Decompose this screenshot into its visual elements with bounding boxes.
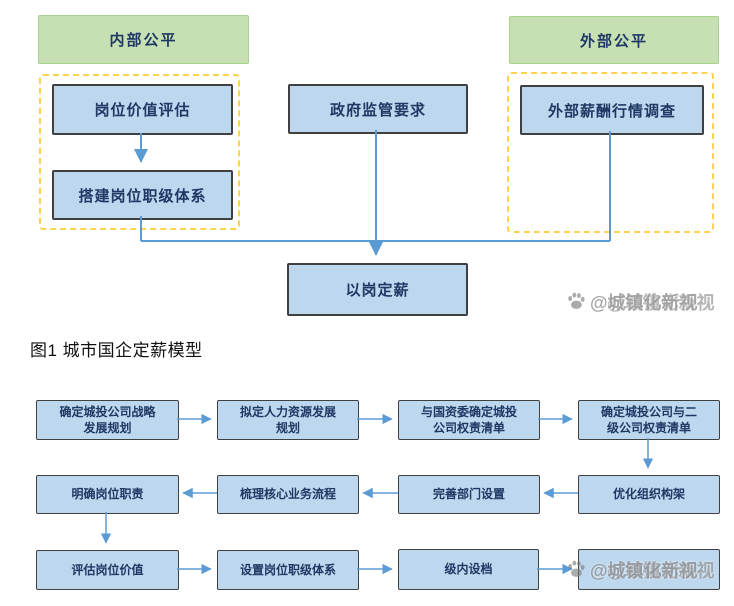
flow-step-hr-plan: 拟定人力资源发展 规划 <box>217 400 359 440</box>
watermark-text: @城镇化新视 <box>590 293 698 313</box>
external-fairness-header: 外部公平 <box>509 16 719 64</box>
flow-step-strategic-plan: 确定城投公司战略 发展规划 <box>36 400 179 440</box>
figure1-caption: 图1 城市国企定薪模型 <box>30 341 203 360</box>
flow-step-sasac-duty-list: 与国资委确定城投 公司权责清单 <box>398 400 540 440</box>
flow-step-set-rank-system: 设置岗位职级体系 <box>217 550 359 590</box>
flow-step-subsidiary-duty-list: 确定城投公司与二 级公司权责清单 <box>578 400 720 440</box>
baidu-paw-icon <box>568 560 585 577</box>
watermark: @城镇化新视 @城镇化新视 <box>566 555 731 585</box>
internal-fairness-header: 内部公平 <box>38 15 249 64</box>
flow-step-clarify-job-duties: 明确岗位职责 <box>36 475 179 514</box>
salary-by-position-box: 以岗定薪 <box>287 263 468 316</box>
watermark: @城镇化新视 @城镇化新视 <box>566 287 731 317</box>
flow-step-grades-within-rank: 级内设档 <box>398 549 539 590</box>
government-regulation-box: 政府监管要求 <box>288 84 468 134</box>
flow-step-optimize-structure: 优化组织构架 <box>578 475 720 514</box>
external-salary-survey-box: 外部薪酬行情调查 <box>520 85 704 135</box>
flow-step-evaluate-job-value: 评估岗位价值 <box>36 550 179 590</box>
job-value-evaluation-box: 岗位价值评估 <box>52 84 233 135</box>
internal-fairness-dashed-group <box>39 74 240 230</box>
watermark-text-shadow: @城镇化新视 <box>607 561 715 581</box>
flow-step-sort-core-processes: 梳理核心业务流程 <box>217 475 359 514</box>
build-job-rank-system-box: 搭建岗位职级体系 <box>52 170 233 220</box>
flow-step-obscured <box>578 549 720 590</box>
baidu-paw-icon <box>568 292 585 309</box>
watermark-text-shadow: @城镇化新视 <box>607 293 715 313</box>
watermark-text: @城镇化新视 <box>590 561 698 581</box>
flow-step-improve-departments: 完善部门设置 <box>398 475 540 514</box>
